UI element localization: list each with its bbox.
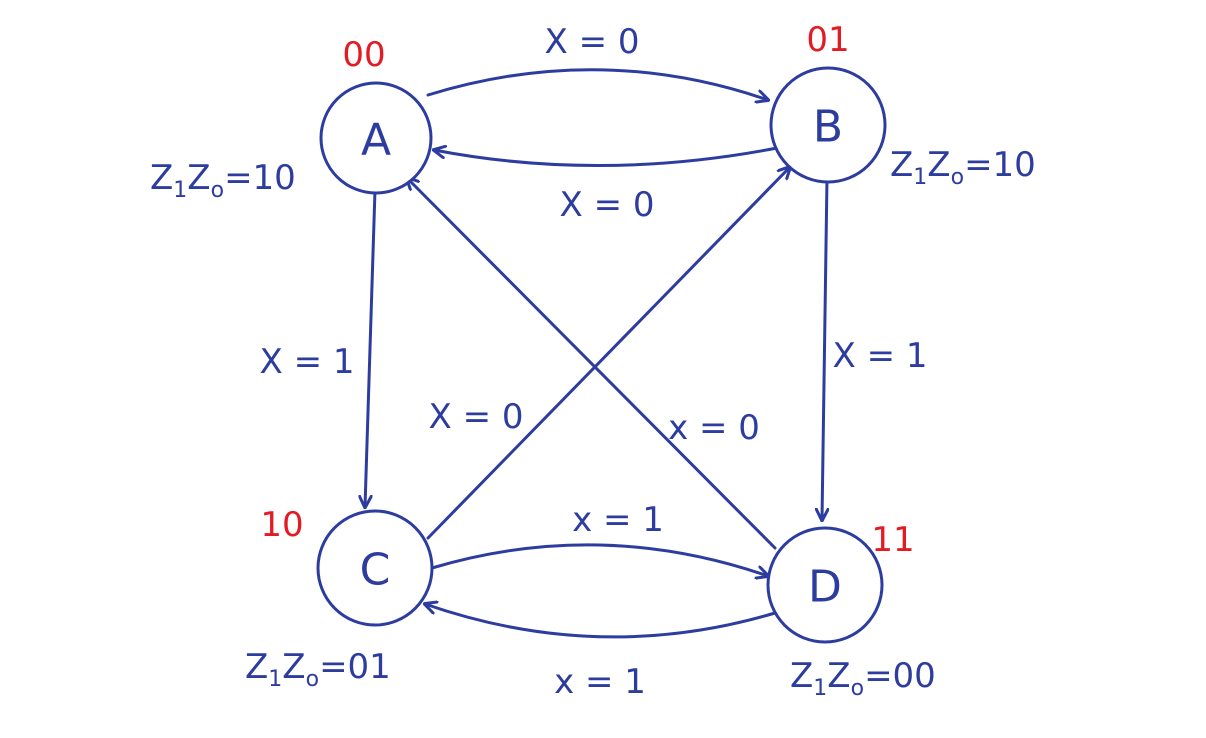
state-b-code: 01	[806, 20, 849, 60]
state-b-output-sub2: o	[951, 165, 964, 190]
state-b-output-prefix: Z	[890, 145, 913, 185]
state-d-circle	[766, 526, 884, 644]
state-b: B 01	[769, 20, 887, 184]
state-b-output-value: =10	[964, 145, 1036, 185]
state-d-output-prefix: Z	[790, 656, 813, 696]
state-b-output-mid: Z	[927, 145, 950, 185]
edge-c-to-d	[430, 543, 768, 576]
state-b-circle	[769, 66, 887, 184]
state-a-output-value: =10	[224, 158, 296, 198]
state-c-output-mid: Z	[282, 647, 305, 687]
edge-label-d-to-c: x = 1	[554, 662, 646, 702]
edge-label-a-to-c: X = 1	[259, 342, 354, 382]
state-b-label: B	[813, 102, 843, 153]
state-d-output-mid: Z	[827, 656, 850, 696]
state-d-output: Z1Zo=00	[790, 656, 936, 701]
state-c-label: C	[360, 545, 391, 596]
edge-label-c-to-b: X = 0	[428, 397, 523, 437]
state-c-output-sub1: 1	[268, 667, 282, 692]
state-a-output-mid: Z	[187, 158, 210, 198]
transition-labels: X = 0 X = 0 X = 1 X = 1 X = 0 x = 0 x = …	[259, 22, 927, 702]
edge-label-d-to-a: x = 0	[668, 408, 760, 448]
state-a-circle	[319, 81, 433, 195]
state-a: A 00	[319, 35, 433, 195]
state-a-output-sub1: 1	[173, 178, 187, 203]
state-c: C 10	[260, 505, 434, 627]
state-c-circle	[316, 509, 434, 627]
edge-label-b-to-d: X = 1	[832, 336, 927, 376]
edge-label-c-to-d: x = 1	[572, 500, 664, 540]
edge-b-to-a	[434, 148, 779, 168]
edge-d-to-c	[425, 604, 777, 639]
edge-b-to-d	[822, 176, 827, 520]
edge-label-b-to-a: X = 0	[559, 185, 654, 225]
state-d-output-value: =00	[864, 656, 936, 696]
edge-label-a-to-b: X = 0	[544, 22, 639, 62]
state-d-output-sub2: o	[851, 676, 864, 701]
state-d-output-sub1: 1	[813, 676, 827, 701]
state-a-label: A	[361, 115, 391, 166]
state-c-output-sub2: o	[306, 667, 319, 692]
state-a-output-prefix: Z	[150, 158, 173, 198]
state-c-output-prefix: Z	[245, 647, 268, 687]
state-a-output: Z1Zo=10	[150, 158, 296, 203]
edge-a-to-b	[426, 68, 768, 100]
state-a-code: 00	[342, 35, 385, 75]
edge-c-to-b	[426, 167, 790, 540]
state-b-output-sub1: 1	[913, 165, 927, 190]
state-d-label: D	[808, 562, 842, 613]
state-c-output-value: =01	[319, 647, 391, 687]
state-c-output: Z1Zo=01	[245, 647, 391, 692]
edge-d-to-a	[407, 178, 777, 550]
transition-edges	[365, 68, 827, 639]
state-d: D 11	[766, 520, 915, 644]
state-outputs: Z1Zo=10 Z1Zo=10 Z1Zo=01 Z1Zo=00	[150, 145, 1036, 701]
state-a-output-sub2: o	[211, 178, 224, 203]
state-c-code: 10	[260, 505, 303, 545]
state-d-code: 11	[871, 520, 914, 560]
state-b-output: Z1Zo=10	[890, 145, 1036, 190]
edge-a-to-c	[365, 188, 377, 507]
